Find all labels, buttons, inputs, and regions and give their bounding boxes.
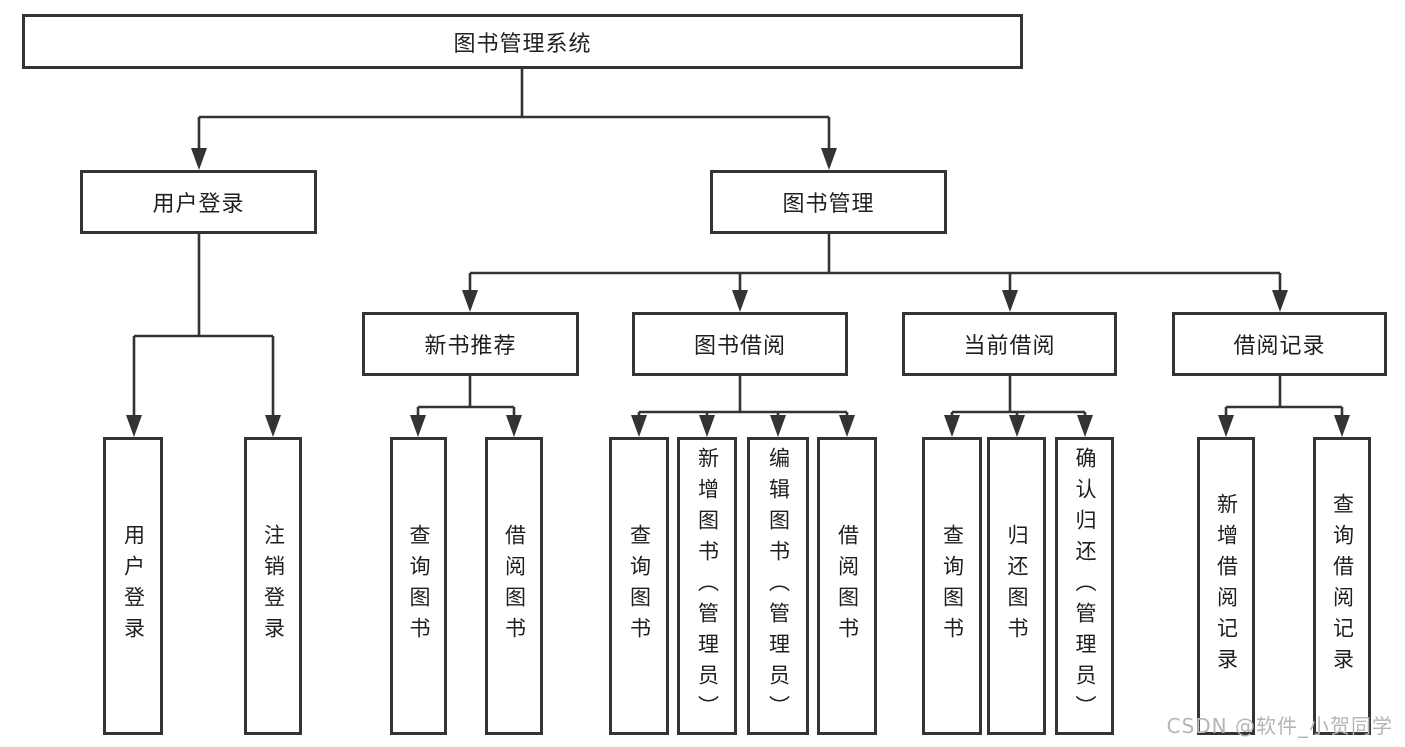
leaf-borrow-books-label: 借阅图书 — [835, 524, 860, 648]
csdn-watermark: CSDN @软件_小贺同学 — [1166, 714, 1393, 738]
leaf-query-borrow-record-label: 查询借阅记录 — [1330, 493, 1355, 679]
leaf-confirm-return-admin: 确认归还︵管理员︶ — [1055, 437, 1114, 735]
leaf-user-login: 用户登录 — [103, 437, 163, 735]
leaf-add-borrow-record-label: 新增借阅记录 — [1214, 493, 1239, 679]
leaf-return-books: 归还图书 — [987, 437, 1046, 735]
node-current-borrowing-label: 当前借阅 — [963, 334, 1056, 359]
leaf-borrow-books-recommend-label: 借阅图书 — [502, 524, 527, 648]
leaf-query-books-current: 查询图书 — [922, 437, 982, 735]
leaf-add-borrow-record: 新增借阅记录 — [1197, 437, 1255, 735]
node-borrowing-records: 借阅记录 — [1172, 312, 1387, 376]
leaf-logout-label: 注销登录 — [261, 524, 286, 648]
node-book-borrowing: 图书借阅 — [632, 312, 848, 376]
node-book-management-label: 图书管理 — [782, 192, 875, 217]
node-user-login: 用户登录 — [80, 170, 317, 234]
leaf-confirm-return-admin-label: 确认归还︵管理员︶ — [1073, 446, 1097, 726]
node-current-borrowing: 当前借阅 — [902, 312, 1117, 376]
leaf-borrow-books: 借阅图书 — [817, 437, 877, 735]
leaf-logout: 注销登录 — [244, 437, 302, 735]
leaf-query-books-current-label: 查询图书 — [940, 524, 965, 648]
leaf-query-books-recommend: 查询图书 — [390, 437, 447, 735]
leaf-return-books-label: 归还图书 — [1005, 524, 1029, 648]
node-borrowing-records-label: 借阅记录 — [1233, 334, 1326, 359]
leaf-query-books-borrow: 查询图书 — [609, 437, 669, 735]
node-new-book-recommend-label: 新书推荐 — [424, 334, 517, 359]
leaf-edit-books-admin: 编辑图书︵管理员︶ — [747, 437, 809, 735]
leaf-add-books-admin-label: 新增图书︵管理员︶ — [695, 446, 720, 726]
node-user-login-label: 用户登录 — [152, 192, 245, 217]
leaf-borrow-books-recommend: 借阅图书 — [485, 437, 543, 735]
leaf-add-books-admin: 新增图书︵管理员︶ — [677, 437, 737, 735]
leaf-user-login-label: 用户登录 — [121, 524, 146, 648]
node-library-system: 图书管理系统 — [22, 14, 1023, 69]
node-book-management: 图书管理 — [710, 170, 947, 234]
arrowhead-icons — [126, 148, 1350, 437]
leaf-edit-books-admin-label: 编辑图书︵管理员︶ — [766, 446, 791, 726]
node-library-system-label: 图书管理系统 — [453, 31, 592, 57]
node-book-borrowing-label: 图书借阅 — [693, 334, 786, 359]
leaf-query-books-borrow-label: 查询图书 — [627, 524, 652, 648]
leaf-query-books-recommend-label: 查询图书 — [407, 524, 431, 648]
node-new-book-recommend: 新书推荐 — [362, 312, 579, 376]
leaf-query-borrow-record: 查询借阅记录 — [1313, 437, 1371, 735]
